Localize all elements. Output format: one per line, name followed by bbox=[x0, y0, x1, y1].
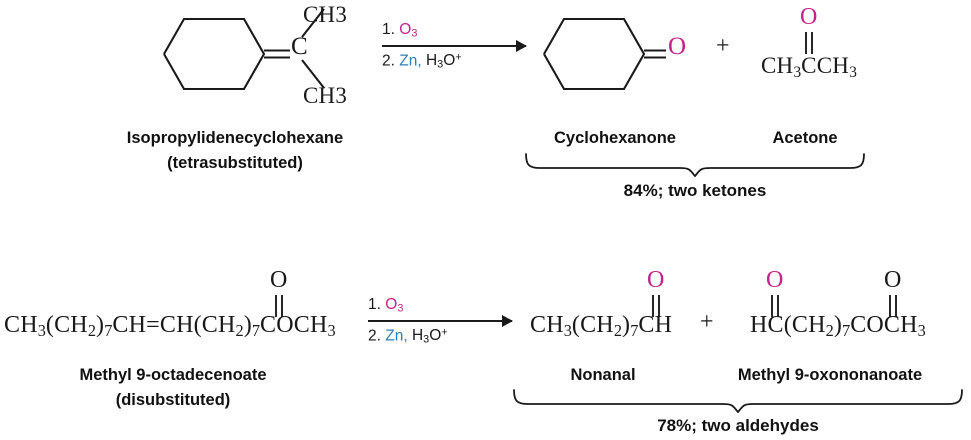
ozone-reagent: O3 bbox=[399, 21, 418, 40]
reaction1-product2-name: Acetone bbox=[772, 129, 838, 147]
reaction2-plus-sign: + bbox=[700, 309, 714, 335]
reaction1-reactant-methyl-top: CH3 bbox=[303, 3, 347, 26]
reaction2-oxononanoate-formula: HC(CH2)7COCH3 bbox=[750, 313, 926, 339]
reaction1-brace bbox=[520, 152, 870, 178]
reaction1-product-carbonyl-oxygen: O bbox=[668, 33, 687, 60]
reaction2-condition-step1: 1. O3 bbox=[368, 297, 512, 315]
reaction2-reactant-name: Methyl 9-octadecenoate (disubstituted) bbox=[8, 366, 338, 410]
reaction1-condition-step2: 2. Zn, H3O+ bbox=[382, 51, 526, 71]
reaction1-yield-note: 84%; two ketones bbox=[623, 181, 767, 200]
reaction1-reactant-ring bbox=[160, 8, 290, 100]
reaction1-condition-step1: 1. O3 bbox=[382, 22, 526, 40]
acetone-ch3-left: CH3 bbox=[761, 53, 802, 81]
reaction1-reactant-methyl-bottom: CH3 bbox=[303, 84, 347, 107]
reaction2-product2-name: Methyl 9-oxononanoate bbox=[737, 366, 923, 384]
reaction2-oxononanoate-aldehyde-oxygen: O bbox=[766, 267, 784, 293]
acetone-ch3-right: CH3 bbox=[816, 53, 857, 81]
r2-alkene-double-bond: = bbox=[146, 312, 160, 338]
isopropylidenecyclohexane-ring-svg bbox=[163, 17, 290, 91]
reaction2-oxononanoate-ester-double-bond bbox=[887, 293, 903, 319]
reaction1-acetone-formula: CH3CCH3 bbox=[761, 54, 857, 81]
step2-number: 2. bbox=[368, 327, 381, 345]
nonanal-b: (CH2 bbox=[571, 312, 622, 341]
reaction2-reactant-ester-double-bond bbox=[273, 293, 289, 319]
reaction2-reactant-formula: CH3(CH2)7CH=CH(CH2)7COCH3 bbox=[4, 313, 336, 339]
step1-number: 1. bbox=[382, 21, 395, 38]
reaction1-reactant-name: Isopropylidenecyclohexane (tetrasubstitu… bbox=[60, 129, 410, 173]
oxononanoate-a: HC(CH2 bbox=[750, 312, 834, 341]
cyclohexanone-ring-svg bbox=[543, 17, 666, 91]
reaction2-brace bbox=[508, 388, 968, 414]
methyl-top-text: CH3 bbox=[303, 2, 348, 27]
reaction2-arrow-block: 1. O3 2. Zn, H3O+ bbox=[368, 297, 513, 346]
r2-seg6: )7 bbox=[243, 312, 261, 341]
reaction2-nonanal-formula: CH3(CH2)7CH bbox=[530, 313, 672, 339]
nonanal-a: CH3 bbox=[530, 312, 572, 341]
reactant-name-line1: Isopropylidenecyclohexane bbox=[126, 129, 344, 147]
acetone-carbonyl-c: C bbox=[801, 53, 817, 78]
r2-seg2: (CH2 bbox=[45, 312, 96, 341]
reaction2-product1-name: Nonanal bbox=[570, 366, 636, 384]
reaction1-plus-sign: + bbox=[716, 33, 730, 59]
reaction2-nonanal-double-bond bbox=[650, 293, 666, 319]
reaction2-yield-note: 78%; two aldehydes bbox=[657, 416, 819, 435]
reaction1-acetone-double-bond bbox=[803, 30, 819, 56]
r2-seg1: CH3 bbox=[4, 312, 46, 341]
reaction2-oxononanoate-ester-oxygen: O bbox=[884, 267, 902, 293]
reaction1-brace-svg bbox=[525, 153, 865, 177]
reaction1-arrow-block: 1. O3 2. Zn, H3O+ bbox=[382, 22, 527, 71]
reaction2-oxononanoate-aldehyde-double-bond bbox=[769, 293, 785, 319]
r2-seg7: COCH3 bbox=[260, 312, 336, 341]
r2-seg4: CH bbox=[112, 312, 147, 338]
reactant2-name-line1: Methyl 9-octadecenoate bbox=[79, 366, 267, 384]
step1-number: 1. bbox=[368, 296, 381, 313]
reaction2-arrow-line bbox=[368, 314, 513, 327]
reactant2-substitution-line2: (disubstituted) bbox=[115, 391, 231, 409]
reaction1-product1-name: Cyclohexanone bbox=[554, 129, 676, 147]
reaction1-arrow-head bbox=[516, 39, 527, 52]
reaction1-product-cyclohexanone-ring bbox=[540, 8, 668, 100]
nonanal-c: )7 bbox=[622, 312, 639, 341]
reaction1-acetone-carbonyl-oxygen: O bbox=[800, 4, 818, 30]
reaction2-arrow-head bbox=[502, 314, 513, 327]
methyl-bottom-text: CH3 bbox=[303, 83, 348, 108]
oxononanoate-b: )7 bbox=[833, 312, 851, 341]
reaction1-arrow-line bbox=[382, 39, 527, 52]
reaction1-reactant-center-carbon: C bbox=[291, 33, 308, 60]
r2-seg3: )7 bbox=[96, 312, 113, 341]
reaction1-reactant-bond-to-top-methyl bbox=[300, 5, 334, 39]
oxononanoate-c: COCH3 bbox=[850, 312, 926, 341]
hydronium-reagent: H3O+ bbox=[425, 51, 462, 71]
reaction2-reactant-ester-oxygen: O bbox=[270, 267, 288, 293]
reactant-substitution-line2: (tetrasubstituted) bbox=[167, 154, 303, 172]
ozone-reagent: O3 bbox=[385, 296, 404, 315]
zinc-reagent: Zn, bbox=[399, 52, 422, 70]
reaction2-brace-svg bbox=[513, 389, 963, 413]
r2-seg5: CH(CH2 bbox=[159, 312, 244, 341]
reaction2-condition-step2: 2. Zn, H3O+ bbox=[368, 326, 512, 346]
reaction1-reactant-bond-to-bottom-methyl bbox=[300, 58, 334, 92]
hydronium-reagent: H3O+ bbox=[411, 326, 448, 346]
zinc-reagent: Zn, bbox=[385, 327, 408, 345]
nonanal-d: CH bbox=[638, 312, 673, 338]
reaction2-nonanal-carbonyl-oxygen: O bbox=[647, 267, 665, 293]
step2-number: 2. bbox=[382, 52, 395, 70]
